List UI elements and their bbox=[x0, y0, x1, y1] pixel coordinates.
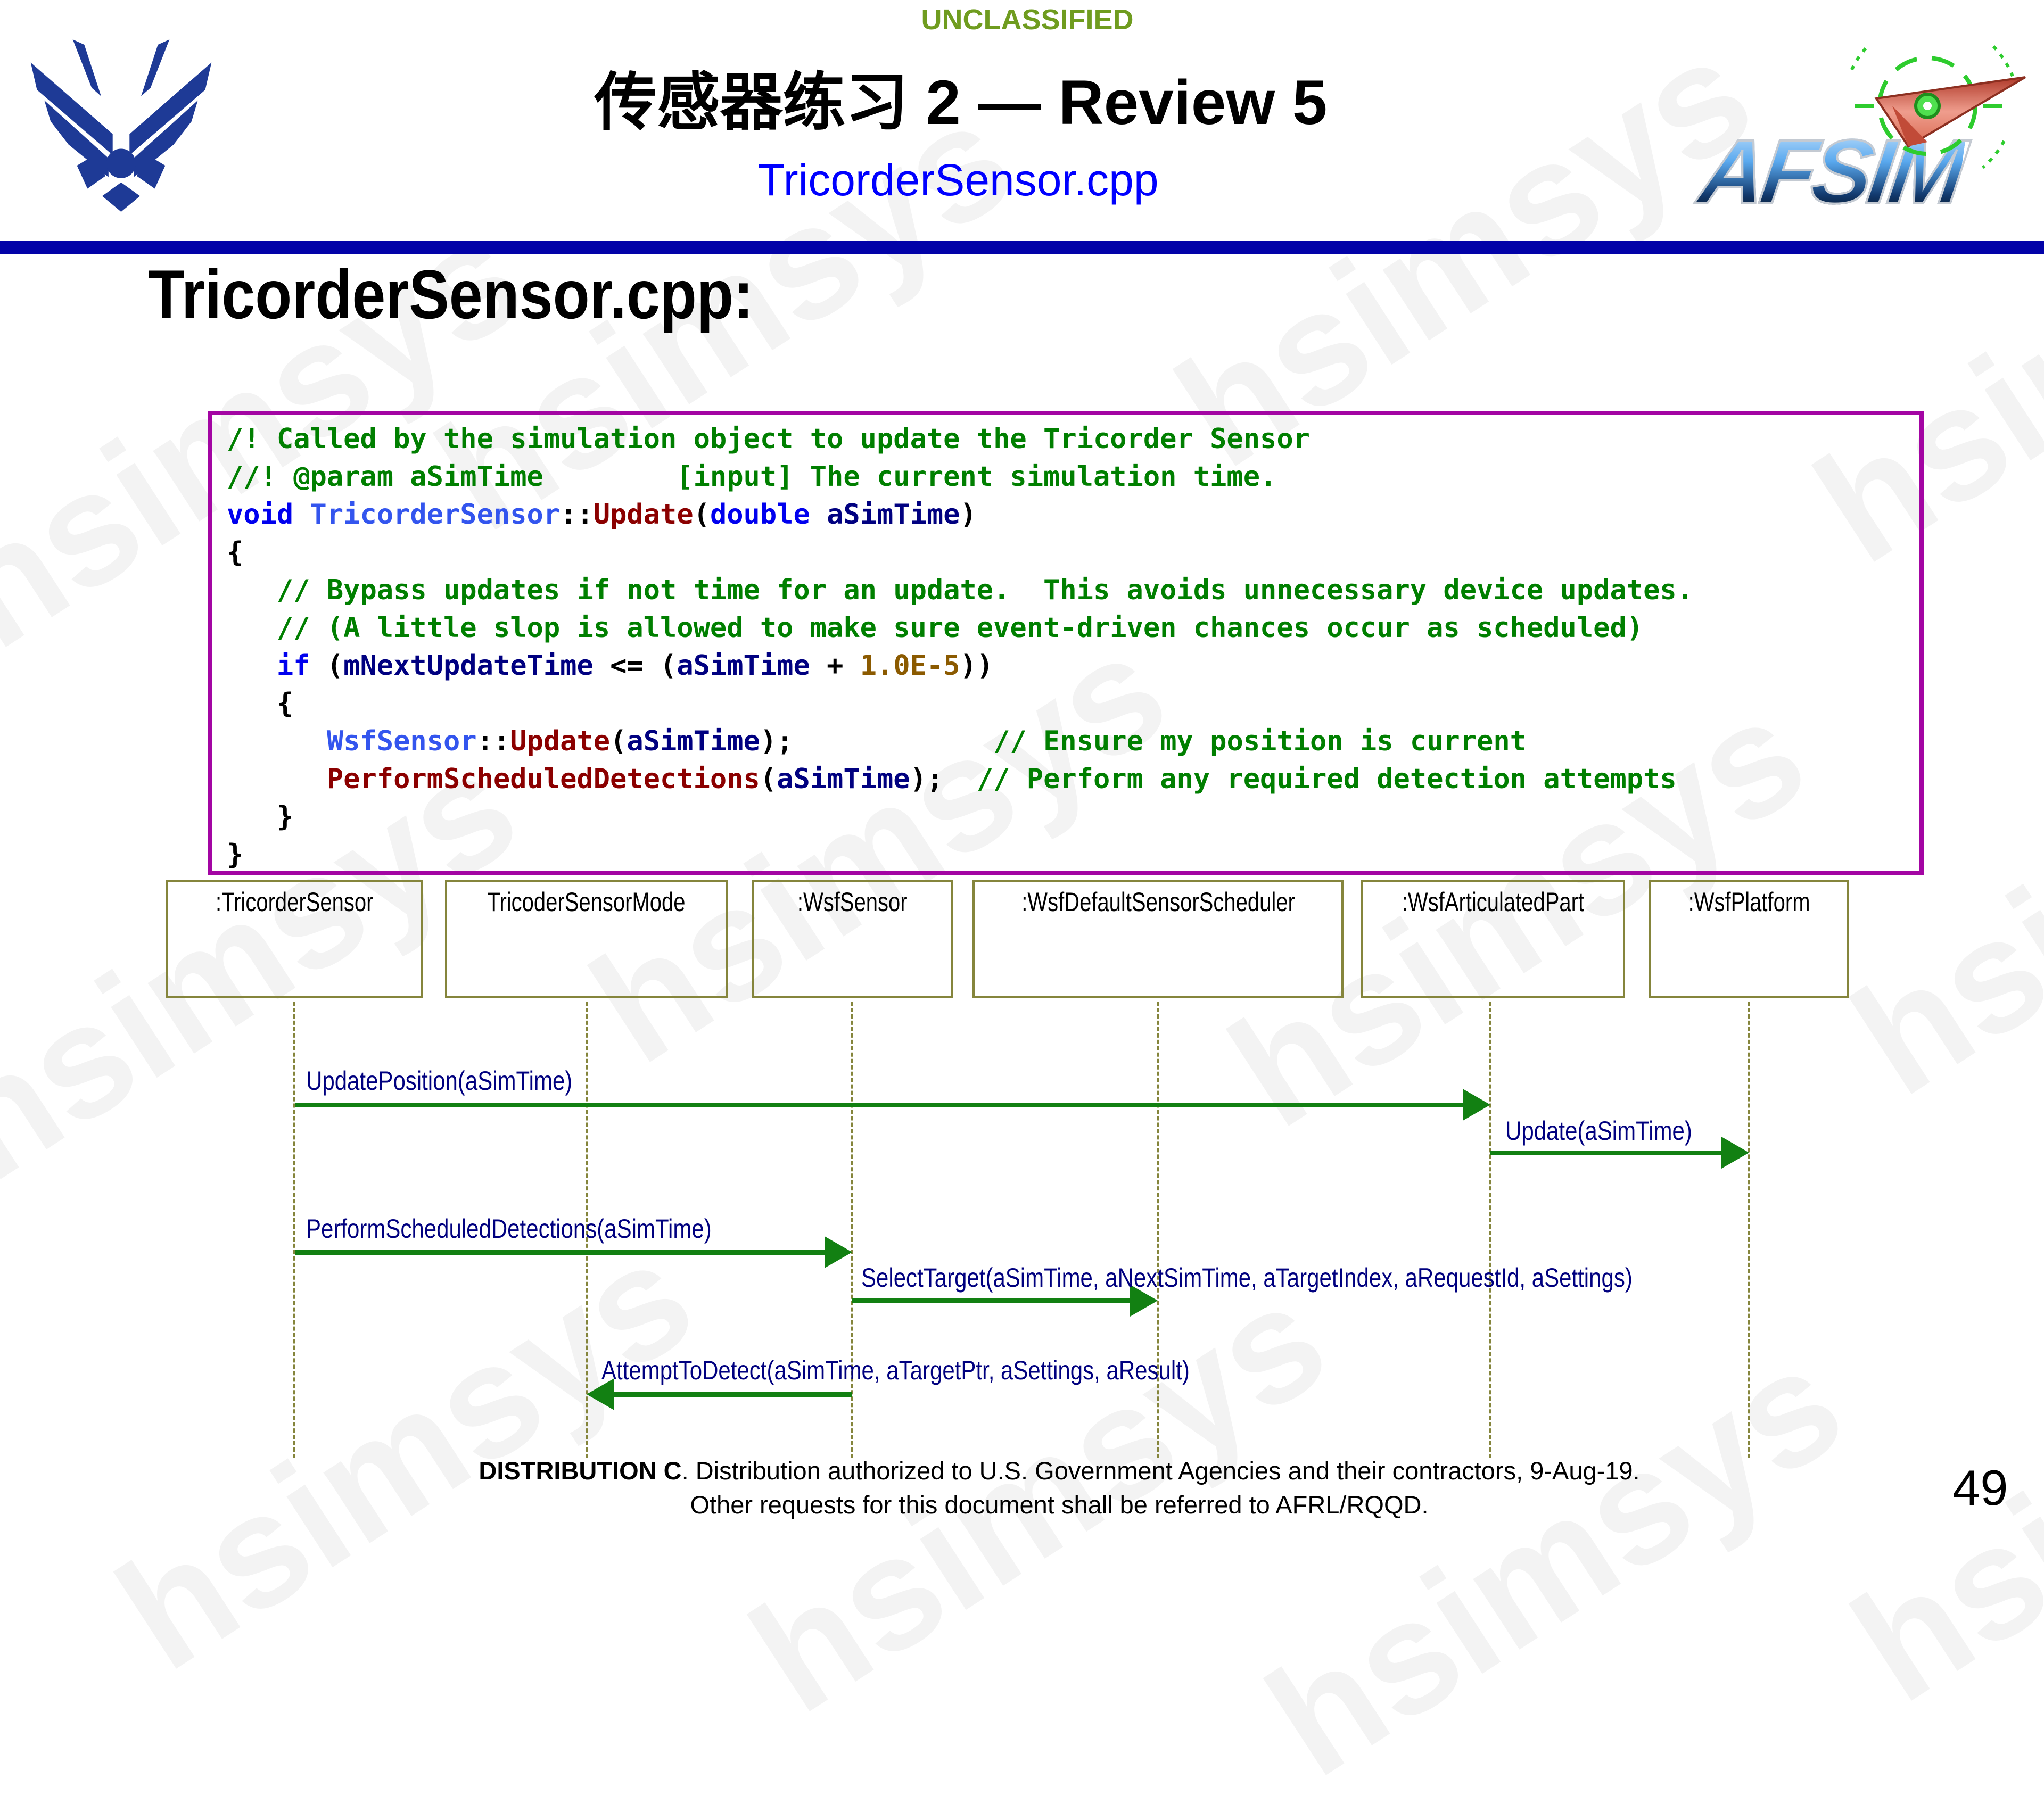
lifeline-wsfsensor bbox=[851, 1002, 853, 1458]
lifeline-wsfdefaultsensorscheduler bbox=[1157, 1002, 1159, 1458]
lifeline-wsfarticulatedpart bbox=[1489, 1002, 1491, 1458]
code-line: void TricorderSensor::Update(double aSim… bbox=[227, 499, 977, 531]
arrowhead-right-icon bbox=[1463, 1089, 1490, 1121]
object-label: TricoderSensorMode bbox=[487, 887, 686, 917]
classification-banner: UNCLASSIFIED bbox=[921, 4, 1134, 36]
message-arrow-attempttodetect bbox=[614, 1392, 852, 1397]
object-label: :WsfDefaultSensorScheduler bbox=[1021, 887, 1295, 917]
code-line: /! Called by the simulation object to up… bbox=[227, 423, 1310, 455]
object-label: :WsfSensor bbox=[797, 887, 908, 917]
object-label: :WsfPlatform bbox=[1688, 887, 1810, 917]
message-arrow-update bbox=[1490, 1151, 1721, 1155]
afsim-logo: AFSIM bbox=[1693, 40, 2044, 247]
air-force-logo bbox=[16, 29, 226, 226]
code-line: } bbox=[227, 801, 294, 833]
lifeline-tricodersensormode bbox=[586, 1002, 588, 1458]
distribution-statement-line2: Other requests for this document shall b… bbox=[690, 1491, 1429, 1519]
code-line: // (A little slop is allowed to make sur… bbox=[276, 612, 1644, 644]
code-line: //! @param aSimTime [input] The current … bbox=[227, 461, 1277, 493]
distribution-text: . Distribution authorized to U.S. Govern… bbox=[681, 1457, 1640, 1485]
code-line: PerformScheduledDetections(aSimTime); //… bbox=[326, 763, 1677, 795]
object-label: :TricorderSensor bbox=[215, 887, 374, 917]
message-arrow-performscheduleddetections bbox=[295, 1250, 825, 1255]
arrowhead-right-icon bbox=[1130, 1285, 1158, 1317]
message-arrow-updateposition bbox=[295, 1103, 1464, 1107]
message-label-attempttodetect: AttemptToDetect(aSimTime, aTargetPtr, aS… bbox=[601, 1355, 1190, 1385]
message-arrow-selecttarget bbox=[852, 1298, 1130, 1303]
object-box-wsfplatform: :WsfPlatform bbox=[1649, 880, 1849, 998]
slide-title: 传感器练习 2 — Review 5 bbox=[594, 68, 1328, 138]
message-label-update: Update(aSimTime) bbox=[1505, 1116, 1692, 1146]
header-separator-bar bbox=[0, 241, 2044, 254]
code-lines: /! Called by the simulation object to up… bbox=[227, 420, 1919, 874]
message-label-updateposition: UpdatePosition(aSimTime) bbox=[306, 1066, 573, 1096]
object-box-tricordersensor: :TricorderSensor bbox=[166, 880, 423, 998]
code-line: { bbox=[227, 536, 244, 568]
object-box-tricodersensormode: TricoderSensorMode bbox=[445, 880, 728, 998]
air-force-wings-icon bbox=[30, 39, 212, 212]
watermark: hsimsys bbox=[1823, 1237, 2044, 1735]
arrowhead-left-icon bbox=[587, 1378, 614, 1410]
message-label-performscheduleddetections: PerformScheduledDetections(aSimTime) bbox=[306, 1214, 712, 1244]
distribution-statement-line1: DISTRIBUTION C. Distribution authorized … bbox=[479, 1456, 1639, 1485]
object-box-wsfdefaultsensorscheduler: :WsfDefaultSensorScheduler bbox=[972, 880, 1344, 998]
code-block: /! Called by the simulation object to up… bbox=[208, 411, 1924, 875]
object-label: :WsfArticulatedPart bbox=[1402, 887, 1584, 917]
code-line: // Bypass updates if not time for an upd… bbox=[276, 574, 1693, 606]
page-number: 49 bbox=[1952, 1460, 2008, 1516]
slide: { "slide": { "classification": "UNCLASSI… bbox=[0, 3, 2044, 1810]
object-box-wsfsensor: :WsfSensor bbox=[752, 880, 953, 998]
message-label-selecttarget: SelectTarget(aSimTime, aNextSimTime, aTa… bbox=[861, 1263, 1633, 1293]
arrowhead-right-icon bbox=[825, 1236, 852, 1268]
distribution-label: DISTRIBUTION C bbox=[479, 1457, 682, 1485]
code-line: WsfSensor::Update(aSimTime); // Ensure m… bbox=[326, 725, 1527, 757]
slide-subtitle: TricorderSensor.cpp bbox=[757, 155, 1159, 205]
object-box-wsfarticulatedpart: :WsfArticulatedPart bbox=[1361, 880, 1625, 998]
section-heading: TricorderSensor.cpp: bbox=[148, 255, 754, 333]
afsim-plane-reticle-icon bbox=[1849, 45, 2026, 169]
code-line: if (mNextUpdateTime <= (aSimTime + 1.0E-… bbox=[276, 650, 994, 682]
lifeline-tricordersensor bbox=[293, 1002, 295, 1458]
code-line: { bbox=[227, 688, 294, 719]
lifeline-wsfplatform bbox=[1748, 1002, 1750, 1458]
arrowhead-right-icon bbox=[1721, 1137, 1749, 1169]
code-line: } bbox=[227, 839, 244, 871]
watermark: hsimsys bbox=[88, 1205, 722, 1703]
